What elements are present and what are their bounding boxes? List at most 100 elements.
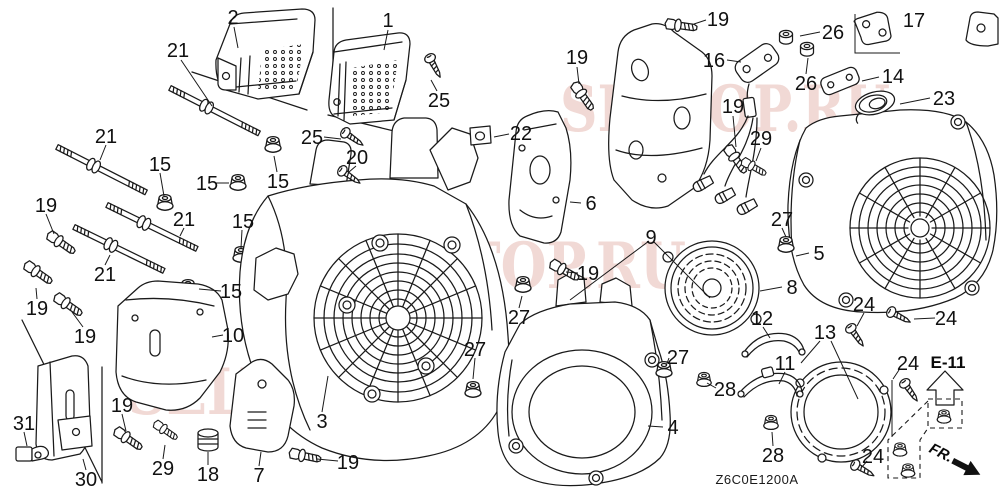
part-callout-11: 11 [775,353,796,375]
part-callout-13: 13 [814,322,836,344]
part-15-grommet [264,135,282,153]
part-callout-22: 22 [510,123,532,145]
part-callout-26: 26 [795,73,817,95]
parts-artwork [15,7,999,487]
part-7-bracket [229,358,295,453]
part-callout-19: 19 [35,195,57,217]
part-callout-15: 15 [267,171,289,193]
fr-direction-arrow-icon [951,458,981,476]
part-callout-18: 18 [197,464,219,486]
part-14-clamp [820,66,860,96]
part-27-grommet [514,275,532,293]
part-30-bracket [35,355,93,461]
part-callout-19: 19 [577,263,599,285]
part-callout-8: 8 [786,277,797,299]
part-callout-28: 28 [762,445,784,467]
part-31-clamp [15,445,49,462]
diagram-code: Z6C0E1200A [715,472,798,487]
part-callout-27: 27 [667,347,689,369]
part-callout-15: 15 [232,211,254,233]
inset-box [887,400,929,479]
part-callout-19: 19 [26,298,48,320]
part-callout-27: 27 [508,307,530,329]
part-callout-17: 17 [903,10,925,32]
part-callout-29: 29 [152,458,174,480]
part-19-bolt [50,289,86,320]
part-callout-21: 21 [167,40,189,62]
part-callout-19: 19 [722,96,744,118]
part-1-side-plate [328,32,411,125]
part-callout-30: 30 [75,469,97,491]
part-19-bolt [287,446,323,467]
part-callout-7: 7 [253,465,264,487]
corner-bracket [965,11,999,47]
part-callout-2: 2 [227,7,238,29]
part-callout-21: 21 [173,209,195,231]
part-24-screw [897,376,923,405]
part-26-collar [799,41,815,57]
part-8-cooling-screen [662,240,762,336]
part-callout-27: 27 [771,209,793,231]
part-callout-6: 6 [585,193,596,215]
part-4-fan-cover [496,271,671,487]
leader-lines [23,14,936,471]
part-6-backplate [508,110,572,244]
part-callout-12: 12 [751,308,773,330]
part-callout-3: 3 [316,411,327,433]
part-27-grommet [777,235,795,253]
frame-reference-label: E-11 [931,353,966,372]
part-18-cap [197,428,219,452]
part-2-side-plate [215,8,316,100]
part-21-stud [53,140,150,199]
part-22-nut [469,125,492,146]
part-27-grommet [464,380,482,398]
part-3-fan-cover [238,117,510,462]
part-callout-24: 24 [935,308,957,330]
part-25-screw [422,51,446,81]
part-15-grommet [229,173,247,191]
part-callout-16: 16 [703,50,725,72]
part-callout-24: 24 [897,353,919,375]
part-24-grommet-detail [892,442,908,457]
part-callout-19: 19 [111,395,133,417]
part-13-shroud-ring [790,361,892,463]
front-direction-label: FR. [926,440,955,466]
part-23-wire-harness [854,90,896,124]
part-5-fan-cover [787,109,998,314]
part-callout-21: 21 [94,264,116,286]
part-9-backplate [608,23,713,209]
part-callout-9: 9 [645,227,656,249]
part-callout-24: 24 [862,446,884,468]
part-callout-19: 19 [337,452,359,474]
part-callout-26: 26 [822,22,844,44]
part-24-grommet-detail [936,409,952,424]
e11-up-arrow-icon [926,370,964,406]
part-callout-15: 15 [220,281,242,303]
part-callout-15: 15 [196,173,218,195]
part-callout-27: 27 [464,339,486,361]
part-24-grommet-detail [900,463,916,478]
part-24-screw [843,321,869,350]
part-callout-19: 19 [74,326,96,348]
part-17-clip [853,11,892,46]
part-callout-5: 5 [813,243,824,265]
part-callout-21: 21 [95,126,117,148]
part-callout-15: 15 [149,154,171,176]
part-callout-24: 24 [853,294,875,316]
part-callout-29: 29 [750,128,772,150]
part-19-bolt [20,257,56,288]
part-callout-19: 19 [566,47,588,69]
part-callout-25: 25 [301,127,323,149]
part-callout-31: 31 [13,413,35,435]
spark-plug-caps [692,175,759,216]
part-11-strap [737,366,804,398]
part-callout-25: 25 [428,90,450,112]
fan-grille [313,233,483,403]
part-callout-28: 28 [714,379,736,401]
part-callout-1: 1 [382,10,393,32]
part-callout-19: 19 [707,9,729,31]
part-28-grommet [763,414,779,431]
inset-box [927,398,963,429]
